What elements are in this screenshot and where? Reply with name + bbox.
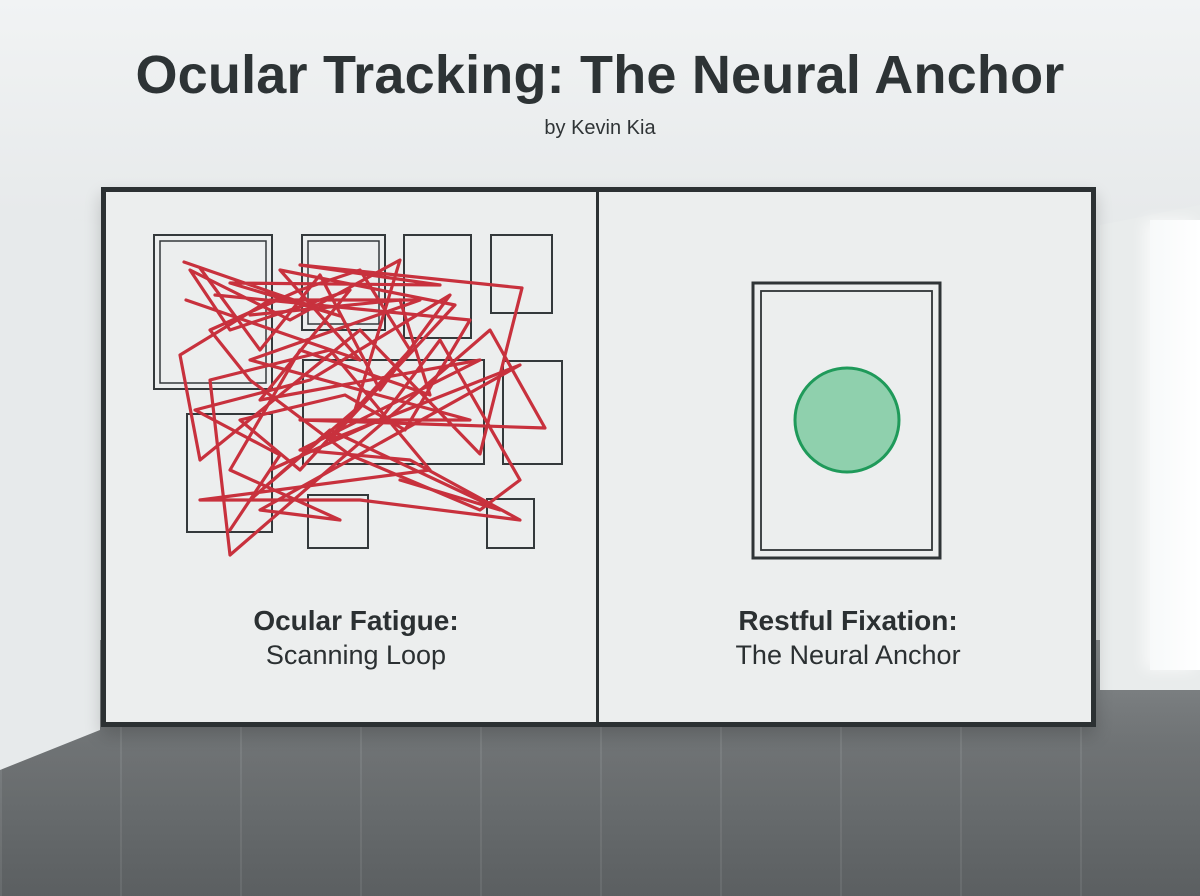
frame-top-4 (490, 234, 553, 314)
right-caption-heading: Restful Fixation: (738, 605, 958, 636)
window (1150, 220, 1200, 670)
author-byline: by Kevin Kia (544, 117, 656, 139)
scan-line-2 (193, 266, 522, 532)
anchor-frame-inner (760, 290, 933, 551)
frame-left-bottom (186, 413, 273, 533)
scanning-loop-path (178, 258, 547, 557)
right-caption-subheading: The Neural Anchor (735, 640, 961, 670)
anchor-frame-outer (751, 281, 942, 560)
anchor-frame (751, 281, 942, 560)
left-side-wall (0, 205, 100, 770)
page-title: Ocular Tracking: The Neural Anchor (135, 45, 1065, 105)
neural-anchor-dot (793, 366, 901, 474)
frame-bottom-small (307, 494, 369, 549)
scan-line-3 (184, 268, 522, 522)
left-caption-heading: Ocular Fatigue: (253, 605, 459, 636)
frame-right-tall (502, 360, 563, 465)
frame-bottom-right (486, 498, 535, 549)
left-caption: Ocular Fatigue: Scanning Loop (156, 604, 556, 672)
frame-wide (302, 359, 485, 465)
left-caption-subheading: Scanning Loop (265, 640, 447, 670)
frame-top-3 (403, 234, 472, 339)
panel-divider (596, 192, 599, 722)
right-caption: Restful Fixation: The Neural Anchor (648, 604, 1048, 672)
